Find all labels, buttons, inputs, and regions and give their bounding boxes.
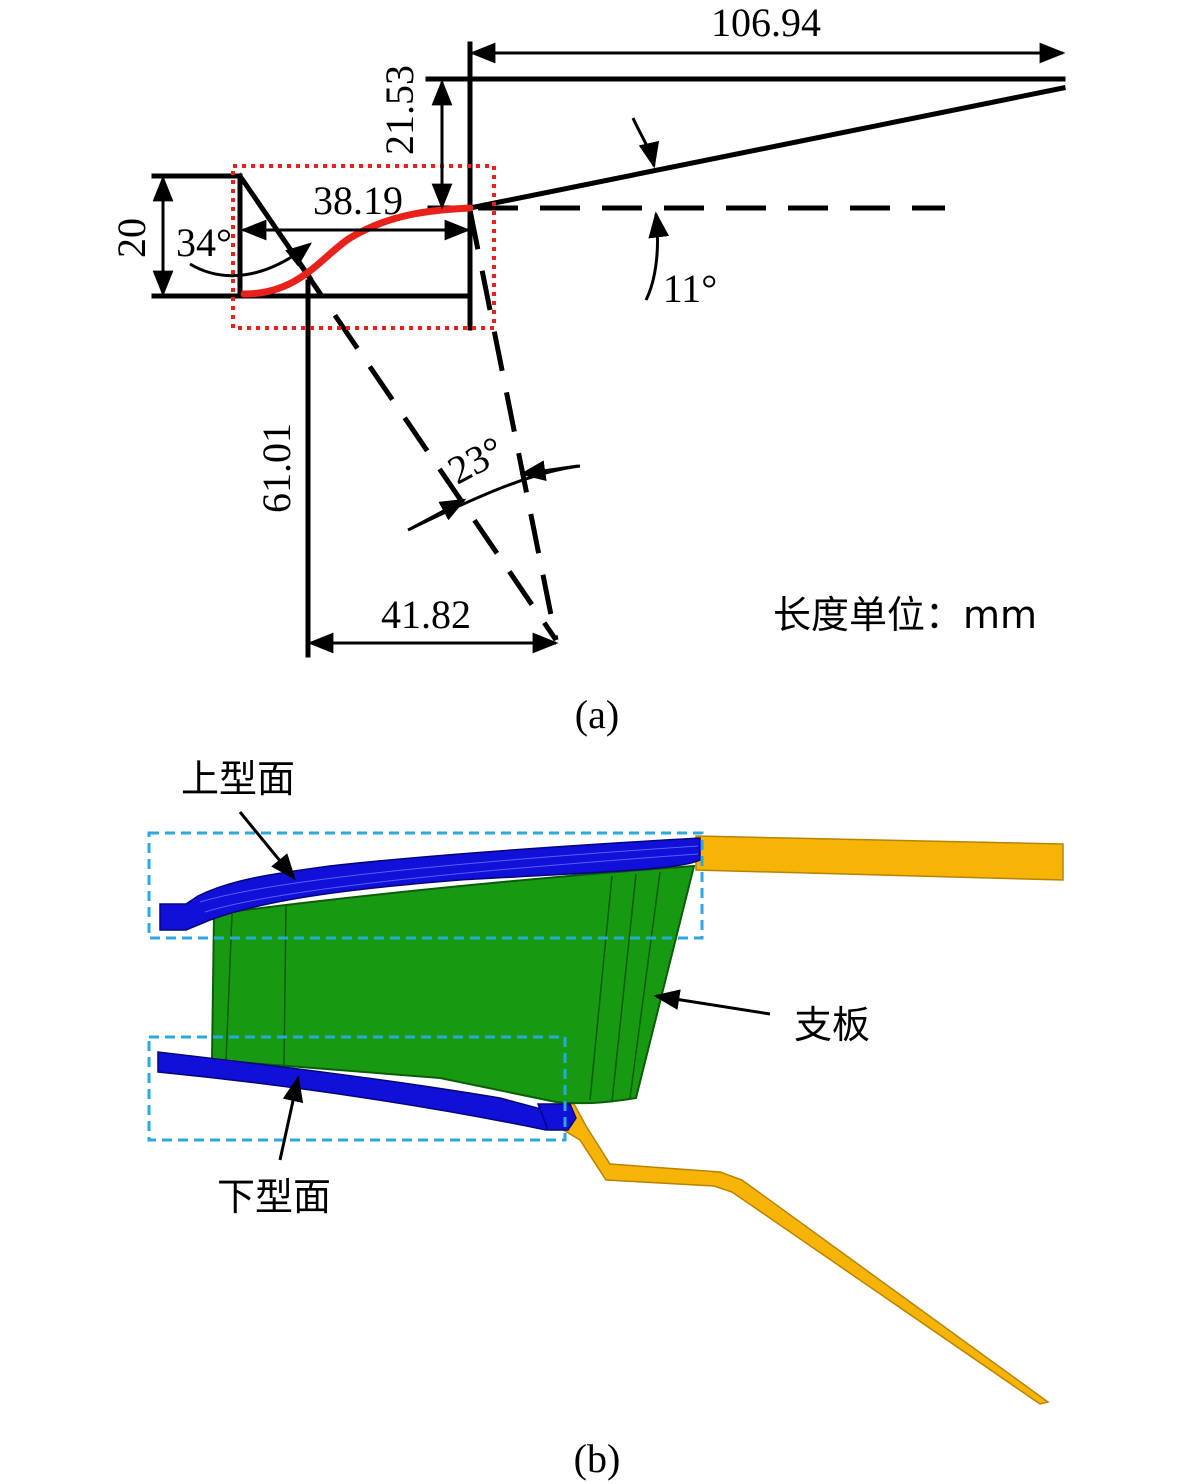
arc-23-right-arrow (519, 460, 579, 481)
dim-text-38-19: 38.19 (313, 178, 403, 223)
dim-text-61-01: 61.01 (254, 423, 299, 513)
upper-surface-edges (199, 845, 699, 913)
label-lower-surface: 下型面 (217, 1175, 331, 1219)
green-support-plate (210, 864, 696, 1105)
dashed-diagonal-right (467, 209, 559, 641)
panel-a-drawing: 106.94 21.53 38.19 20 34° 11° 61.01 23° … (109, 0, 1066, 737)
arc-11-lower (644, 211, 670, 301)
label-upper-surface: 上型面 (181, 757, 295, 801)
panel-b-model: 上型面 支板 下型面 (b) (147, 757, 1064, 1481)
unit-note: 长度单位：mm (773, 593, 1037, 637)
upper-surface-box (147, 831, 704, 940)
lower-surface-box (147, 1035, 567, 1142)
dim-text-106-94: 106.94 (711, 0, 821, 45)
leader-upper-surface (238, 811, 296, 881)
upper-yellow-beam (695, 835, 1064, 881)
angle-arcs (189, 117, 670, 532)
dim-text-21-53: 21.53 (377, 65, 422, 155)
arc-34 (189, 242, 313, 278)
dim-text-34: 34° (176, 220, 232, 265)
leader-support-plate (653, 989, 771, 1016)
upper-blue-surface (159, 837, 701, 931)
dimension-lines (152, 42, 1066, 654)
leader-arrows (238, 811, 771, 1161)
caption-b: (b) (574, 1436, 621, 1481)
lower-yellow-rod (550, 1103, 1050, 1405)
dim-text-20: 20 (109, 218, 154, 258)
profile-lines (151, 41, 1066, 658)
dashed-construction-lines (297, 205, 945, 642)
arc-11-upper (631, 117, 660, 169)
left-diagonal-line (236, 172, 314, 282)
arc-23-left-arrow (411, 498, 467, 530)
dim-text-41-82: 41.82 (381, 592, 471, 637)
dim-text-11: 11° (663, 266, 718, 311)
upper-sloped-line (467, 85, 1066, 211)
caption-a: (a) (575, 692, 619, 737)
label-support-plate: 支板 (794, 1003, 870, 1047)
highlight-box (231, 164, 496, 330)
dashed-diagonal-left (297, 262, 559, 642)
leader-lower-surface (278, 1075, 304, 1161)
